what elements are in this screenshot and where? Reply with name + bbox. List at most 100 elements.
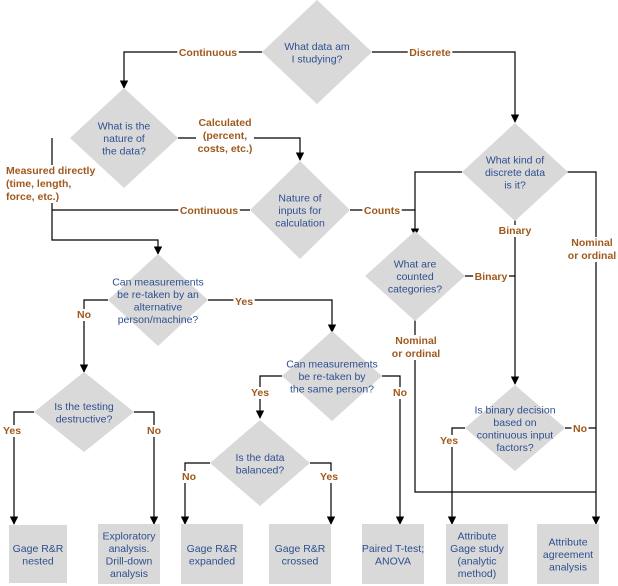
flowchart-nodes: What data amI studying?What is thenature…: [9, 0, 599, 584]
edge-label-text: No: [573, 423, 587, 435]
decision-diamond: [262, 0, 372, 104]
result-box: [9, 525, 67, 583]
node-label: continuous input: [477, 429, 554, 441]
edge-label-no-4: No: [180, 471, 198, 483]
node-label: counted: [396, 271, 434, 283]
node-label: is it?: [504, 180, 526, 192]
edge-label-yes-5: Yes: [438, 435, 460, 447]
node-label: ANOVA: [375, 555, 411, 567]
node-label: What data am: [284, 41, 350, 53]
node-label: nature of: [103, 133, 145, 145]
node-label: analysis: [549, 562, 587, 574]
node-label: Drill-down: [106, 555, 153, 567]
node-label: Gage R&R: [275, 543, 326, 555]
edge-label-yes-2: Yes: [249, 387, 271, 399]
node-label: inputs for: [278, 205, 322, 217]
decision-diamond: [34, 372, 134, 452]
edge-label-text: Binary: [475, 271, 508, 283]
decision-diamond: [465, 385, 565, 471]
node-label: expanded: [189, 555, 235, 567]
edge-label-backing: [1, 425, 23, 437]
edge-label-text: Yes: [320, 471, 338, 483]
node-label: What kind of: [486, 155, 544, 167]
result-box: [446, 524, 508, 584]
node-label: be re-taken by: [298, 371, 366, 383]
node-label: alternative: [134, 301, 183, 313]
node-label: Attribute: [457, 530, 496, 542]
node-label: nested: [22, 555, 54, 567]
node-label: analysis.: [109, 543, 150, 555]
decision-diamond: [365, 231, 465, 321]
node-label: Exploratory: [102, 530, 156, 542]
edge-label-backing: [4, 165, 97, 203]
decision-diamond: [108, 254, 208, 346]
edge-label-backing: [177, 47, 239, 59]
edge-label-text: (time, length,: [6, 178, 71, 190]
edge-label-backing: [391, 387, 409, 399]
edge-label-text: Nominal: [571, 237, 613, 249]
edge-label-text: Counts: [364, 205, 400, 217]
edge-label-text: (percent,: [203, 130, 247, 142]
edge-label-backing: [196, 117, 254, 155]
edge-label-text: Measured directly: [6, 165, 95, 177]
edge-label-backing: [571, 423, 589, 435]
node-label: destructive?: [56, 413, 113, 425]
edge-label-no-2: No: [391, 387, 409, 399]
result-box: [181, 524, 243, 584]
edge-label-text: Continuous: [179, 47, 237, 59]
edge-label-text: Discrete: [409, 47, 451, 59]
edge-label-text: Yes: [235, 296, 253, 308]
edge-label-text: or ordinal: [568, 250, 617, 262]
node-label: Is binary decision: [474, 404, 555, 416]
node-label: Paired T-test;: [362, 543, 424, 555]
edge-label-counts: Counts: [362, 205, 402, 217]
node-label: Nature of: [278, 193, 321, 205]
node-label: categories?: [388, 284, 442, 296]
node-label: agreement: [543, 549, 593, 561]
node-label: Is the testing: [54, 401, 114, 413]
node-label: Is the data: [235, 452, 284, 464]
edge-label-yes-3: Yes: [1, 425, 23, 437]
edge-label-backing: [233, 296, 255, 308]
node-label: Gage study: [450, 543, 504, 555]
flowchart-edge-labels: Continuous DiscreteCalculated(percent,cos…: [1, 47, 618, 483]
edge-label-backing: [75, 309, 93, 321]
edge-label-yes-4: Yes: [318, 471, 340, 483]
node-label: discrete data: [485, 167, 545, 179]
edge-label-no-3: No: [145, 425, 163, 437]
result-box: [537, 524, 599, 584]
edge-label-text: Calculated: [198, 117, 251, 129]
node-label: based on: [493, 417, 536, 429]
edge-label-backing: [473, 271, 509, 283]
node-label: Attribute: [548, 537, 587, 549]
edge-label-binary-2: Binary: [473, 271, 509, 283]
edge-label-text: Yes: [440, 435, 458, 447]
edge-label-text: or ordinal: [392, 348, 441, 360]
result-box: [269, 524, 331, 584]
edge-label-binary-1: Binary: [497, 225, 533, 237]
edge-label-text: force, etc.): [6, 191, 59, 203]
node-label: Can measurements: [112, 276, 204, 288]
edge-label-text: costs, etc.): [198, 143, 253, 155]
node-label: method): [458, 568, 497, 580]
edge-label-backing: [318, 471, 340, 483]
edge-label-text: Yes: [3, 425, 21, 437]
edge-label-backing: [407, 47, 453, 59]
result-box: [98, 524, 160, 584]
decision-diamond: [250, 161, 350, 259]
edge-label-backing: [180, 471, 198, 483]
node-label: Can measurements: [286, 359, 378, 371]
node-label: Gage R&R: [187, 543, 238, 555]
node-label: What are: [394, 259, 437, 271]
